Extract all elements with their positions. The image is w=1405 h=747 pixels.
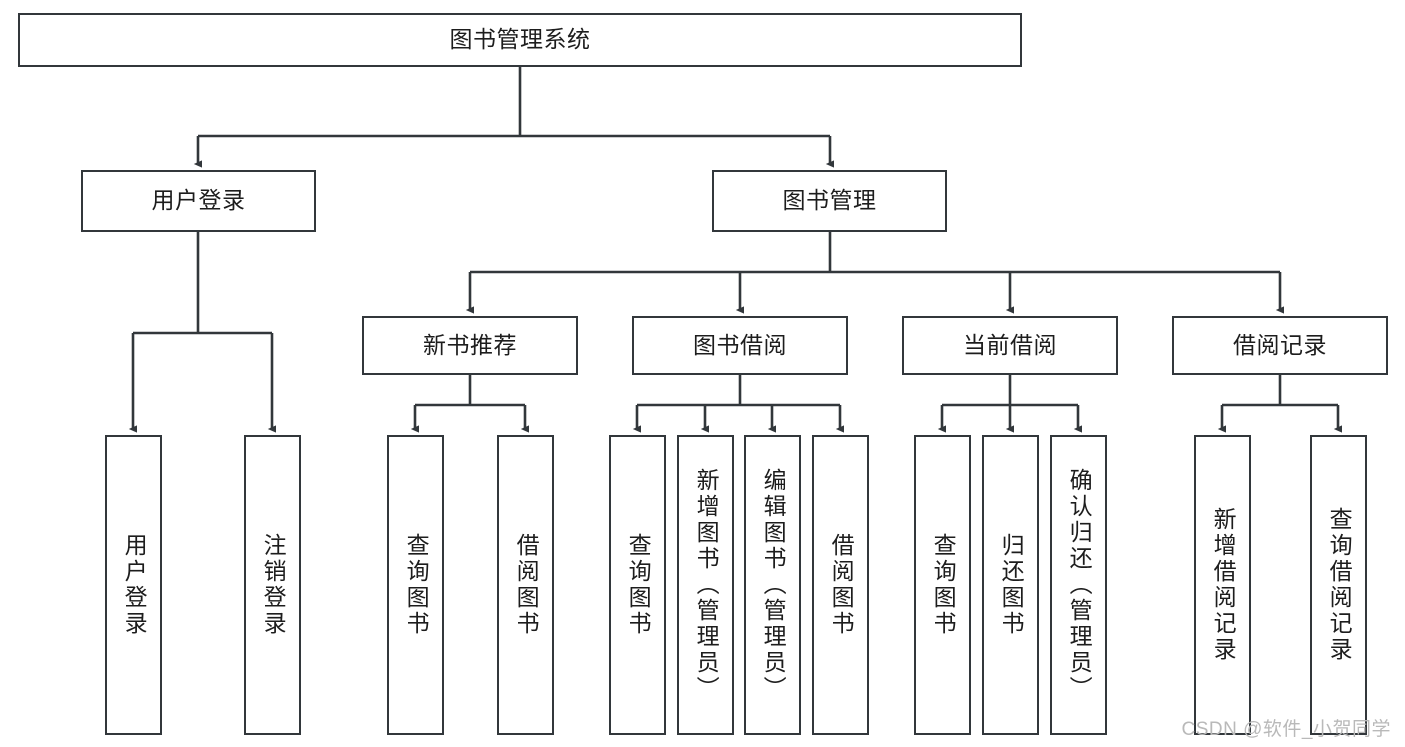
node-leaf-query-book[interactable]: 查询图书	[609, 435, 666, 735]
node-label: 查询图书	[625, 533, 652, 637]
node-leaf-borrow-book[interactable]: 借阅图书	[812, 435, 869, 735]
node-leaf-logout[interactable]: 注销登录	[244, 435, 301, 735]
node-label: 借阅图书	[828, 533, 855, 637]
node-label: 新增图书（管理员）	[693, 468, 720, 702]
node-book-management[interactable]: 图书管理	[712, 170, 947, 232]
node-leaf-borrow-book-recommend[interactable]: 借阅图书	[497, 435, 554, 735]
node-leaf-query-borrow-record[interactable]: 查询借阅记录	[1310, 435, 1367, 735]
node-label: 注销登录	[260, 533, 287, 637]
node-label: 借阅记录	[1233, 331, 1327, 358]
node-label: 查询图书	[930, 533, 957, 637]
node-label: 查询借阅记录	[1326, 507, 1353, 663]
node-label: 确认归还（管理员）	[1066, 468, 1093, 702]
node-leaf-add-borrow-record[interactable]: 新增借阅记录	[1194, 435, 1251, 735]
node-label: 查询图书	[403, 533, 430, 637]
node-label: 当前借阅	[963, 331, 1057, 358]
node-leaf-user-login[interactable]: 用户登录	[105, 435, 162, 735]
node-book-borrow[interactable]: 图书借阅	[632, 316, 848, 375]
node-label: 归还图书	[998, 533, 1025, 637]
node-leaf-query-book-current[interactable]: 查询图书	[914, 435, 971, 735]
watermark-text: CSDN @软件_小贺同学	[1181, 719, 1391, 740]
node-user-login[interactable]: 用户登录	[81, 170, 316, 232]
node-leaf-confirm-return-admin[interactable]: 确认归还（管理员）	[1050, 435, 1107, 735]
node-label: 图书管理	[782, 187, 877, 214]
node-label: 用户登录	[151, 187, 246, 214]
node-new-book-recommend[interactable]: 新书推荐	[362, 316, 578, 375]
node-leaf-add-book-admin[interactable]: 新增图书（管理员）	[677, 435, 734, 735]
node-label: 图书借阅	[693, 331, 787, 358]
node-leaf-query-book-recommend[interactable]: 查询图书	[387, 435, 444, 735]
node-borrow-record[interactable]: 借阅记录	[1172, 316, 1388, 375]
node-label: 编辑图书（管理员）	[760, 468, 787, 702]
node-leaf-return-book[interactable]: 归还图书	[982, 435, 1039, 735]
node-label: 图书管理系统	[449, 26, 591, 53]
node-current-borrow[interactable]: 当前借阅	[902, 316, 1118, 375]
node-label: 新书推荐	[423, 331, 517, 358]
node-label: 新增借阅记录	[1210, 507, 1237, 663]
node-label: 用户登录	[121, 533, 148, 637]
node-label: 借阅图书	[513, 533, 540, 637]
node-root-book-management-system[interactable]: 图书管理系统	[18, 13, 1022, 67]
node-leaf-edit-book-admin[interactable]: 编辑图书（管理员）	[744, 435, 801, 735]
